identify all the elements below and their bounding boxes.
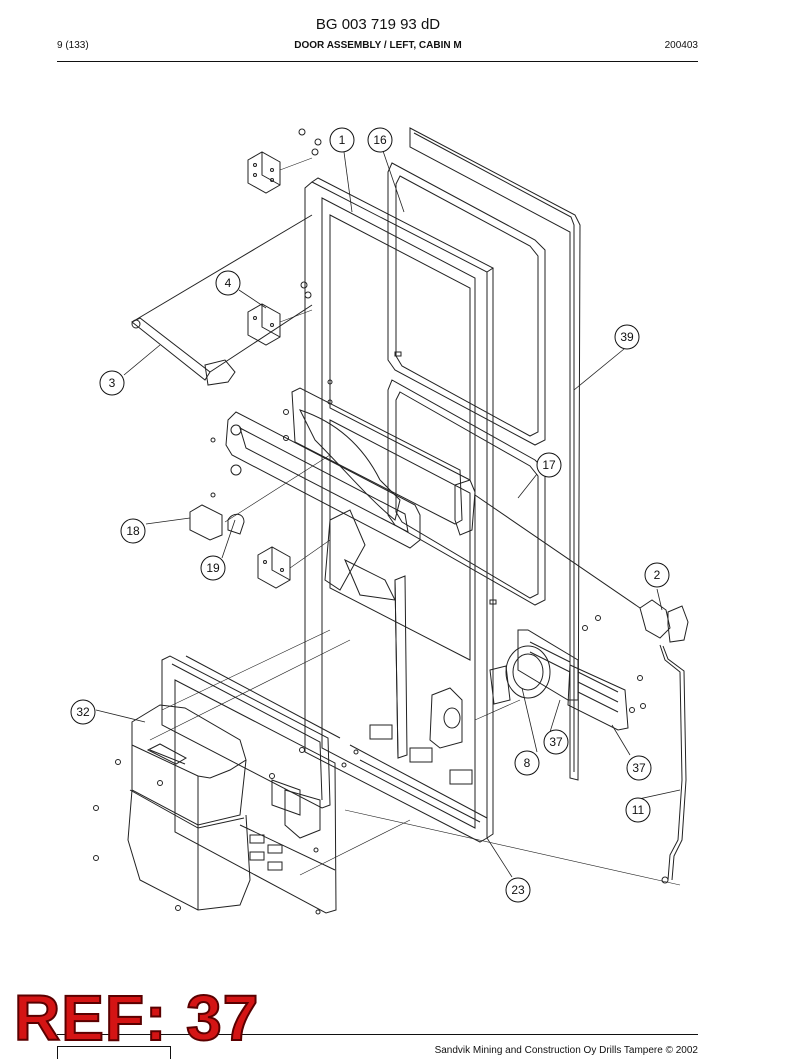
callout-23: 23: [505, 877, 531, 903]
callout-label: 1: [339, 133, 346, 147]
callout-label: 8: [524, 756, 531, 770]
window-glass-panel: [387, 162, 546, 606]
door-seal-frame: [409, 127, 581, 781]
callout-label: 17: [542, 458, 556, 472]
latch-bracket: [189, 504, 245, 541]
callout-37-lower: 37: [626, 755, 652, 781]
footer-copyright: Sandvik Mining and Construction Oy Drill…: [434, 1045, 698, 1056]
callout-8: 8: [514, 750, 540, 776]
page-title: DOOR ASSEMBLY / LEFT, CABIN M: [294, 40, 462, 51]
callout-4: 4: [215, 270, 241, 296]
callout-label: 2: [654, 568, 661, 582]
door-rod: [659, 644, 687, 884]
ref-stamp: REF: 37: [13, 982, 260, 1054]
callout-19: 19: [200, 555, 226, 581]
gas-strut: [131, 214, 313, 386]
lock-mechanism: [454, 479, 689, 643]
page-reference: 9 (133): [57, 40, 89, 51]
callout-label: 39: [620, 330, 634, 344]
cover: [127, 704, 251, 911]
callout-label: 32: [76, 705, 90, 719]
callout-18: 18: [120, 518, 146, 544]
upper-hinge: [247, 151, 281, 194]
callout-label: 3: [109, 376, 116, 390]
date-code: 200403: [664, 40, 698, 51]
callout-3: 3: [99, 370, 125, 396]
callout-label: 37: [549, 735, 563, 749]
screws: [93, 128, 646, 915]
callout-17: 17: [536, 452, 562, 478]
middle-hinge: [247, 303, 281, 346]
callout-label: 23: [511, 883, 525, 897]
callout-label: 4: [225, 276, 232, 290]
header-divider: [57, 61, 698, 62]
callout-32: 32: [70, 699, 96, 725]
callout-16: 16: [367, 127, 393, 153]
main-door-frame: [304, 177, 494, 843]
handle-assembly: [225, 387, 463, 601]
callout-label: 16: [373, 133, 387, 147]
callout-label: 37: [632, 761, 646, 775]
lower-hinge: [257, 546, 291, 589]
lower-panels: [161, 655, 341, 914]
callout-label: 18: [126, 524, 140, 538]
part-callouts: 1 16 4 39 3 17 18 19 2 32 37 8 37 11 23: [70, 127, 670, 903]
callout-11: 11: [625, 797, 651, 823]
lower-vertical-bar: [394, 575, 408, 759]
callout-label: 11: [632, 803, 645, 817]
document-code: BG 003 719 93 dD: [315, 16, 441, 33]
ventilation-grilles: [429, 629, 629, 749]
callout-label: 19: [206, 561, 220, 575]
callout-39: 39: [614, 324, 640, 350]
callout-37-upper: 37: [543, 729, 569, 755]
callout-2: 2: [644, 562, 670, 588]
callout-1: 1: [329, 127, 355, 153]
footer-divider: [57, 1034, 698, 1035]
